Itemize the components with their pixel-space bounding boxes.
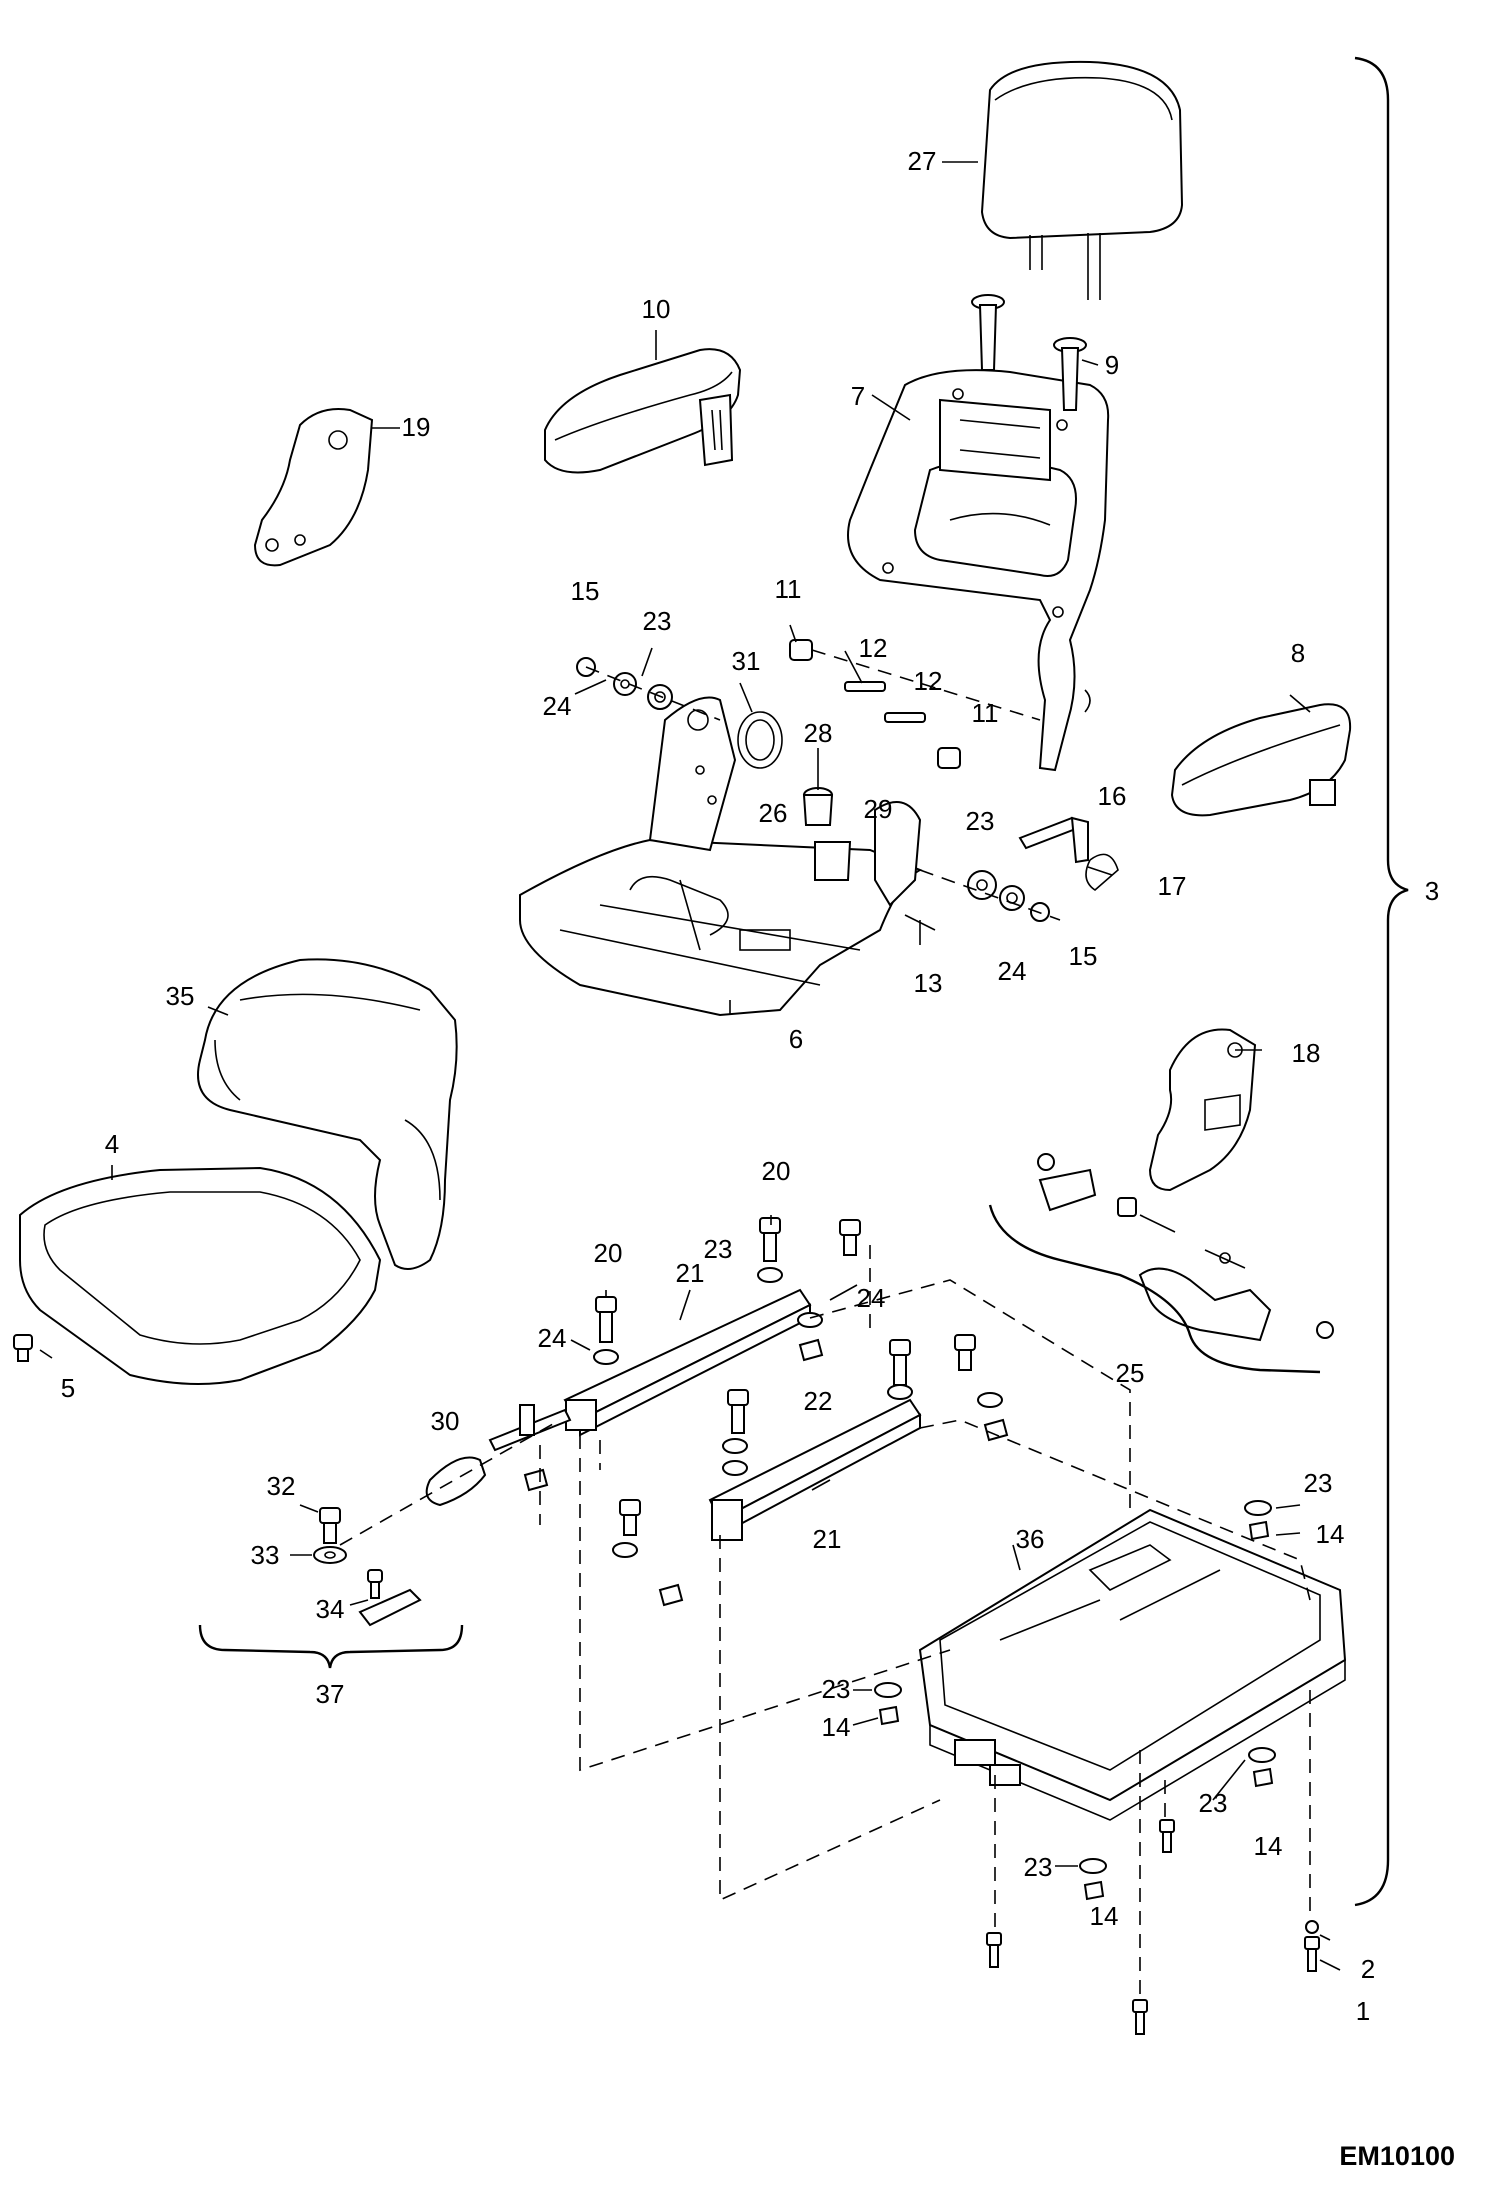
callout-9: 9 bbox=[1105, 350, 1119, 380]
callout-17: 17 bbox=[1158, 871, 1187, 901]
alignment-lines bbox=[339, 1245, 1311, 2000]
callout-26: 26 bbox=[759, 798, 788, 828]
suspension-base-part bbox=[918, 1508, 1347, 1821]
armrest-right-part bbox=[1170, 703, 1352, 817]
callout-21b: 21 bbox=[813, 1524, 842, 1554]
side-cover-left-part bbox=[253, 408, 374, 567]
callout-24d: 24 bbox=[538, 1323, 567, 1353]
callout-36: 36 bbox=[1016, 1524, 1045, 1554]
callout-35: 35 bbox=[166, 981, 195, 1011]
callout-8: 8 bbox=[1291, 638, 1305, 668]
backrest-bolts-part bbox=[971, 294, 1087, 411]
callout-24b: 24 bbox=[998, 956, 1027, 986]
callout-13: 13 bbox=[914, 968, 943, 998]
callout-20: 20 bbox=[762, 1156, 791, 1186]
callout-12: 12 bbox=[859, 633, 888, 663]
base-hardware-part bbox=[874, 1500, 1320, 2035]
callout-14d: 14 bbox=[1090, 1901, 1119, 1931]
callout-31: 31 bbox=[732, 646, 761, 676]
callout-19: 19 bbox=[402, 412, 431, 442]
rail-hardware-part bbox=[523, 1217, 1009, 1607]
callout-20b: 20 bbox=[594, 1238, 623, 1268]
callout-23b: 23 bbox=[966, 806, 995, 836]
callout-29: 29 bbox=[864, 794, 893, 824]
bushing-part bbox=[802, 787, 852, 881]
headrest-part bbox=[980, 60, 1184, 300]
callout-7: 7 bbox=[851, 381, 865, 411]
callout-6: 6 bbox=[789, 1024, 803, 1054]
callout-11: 11 bbox=[775, 574, 802, 604]
callout-14b: 14 bbox=[822, 1712, 851, 1742]
callout-14c: 14 bbox=[1254, 1831, 1283, 1861]
callout-15b: 15 bbox=[1069, 941, 1098, 971]
callout-22: 22 bbox=[804, 1386, 833, 1416]
callout-1: 1 bbox=[1356, 1996, 1370, 2026]
callout-15: 15 bbox=[571, 576, 600, 606]
callout-16: 16 bbox=[1098, 781, 1127, 811]
slide-rail-upper-part bbox=[563, 1288, 812, 1437]
armrest-left-part bbox=[544, 348, 742, 474]
callout-12b: 12 bbox=[914, 666, 943, 696]
callout-21: 21 bbox=[676, 1258, 705, 1288]
seatbelt-part bbox=[988, 1153, 1334, 1374]
release-handle-part bbox=[425, 1404, 572, 1507]
pivot-pins-part bbox=[789, 639, 1041, 769]
callout-24c: 24 bbox=[857, 1283, 886, 1313]
callout-32: 32 bbox=[267, 1471, 296, 1501]
callout-25: 25 bbox=[1116, 1358, 1145, 1388]
callout-labels: 27 10 9 7 19 15 23 24 31 11 12 12 11 8 2… bbox=[61, 146, 1439, 2026]
callout-23e: 23 bbox=[822, 1674, 851, 1704]
callout-33: 33 bbox=[251, 1540, 280, 1570]
callout-27: 27 bbox=[908, 146, 937, 176]
callout-18: 18 bbox=[1292, 1038, 1321, 1068]
group-brace-3 bbox=[1354, 56, 1409, 1907]
seat-frame-part bbox=[519, 696, 923, 1017]
screw-5-part bbox=[13, 1334, 33, 1362]
callout-37: 37 bbox=[316, 1679, 345, 1709]
seat-cushion-part bbox=[19, 1166, 382, 1385]
callout-14: 14 bbox=[1316, 1519, 1345, 1549]
callout-4: 4 bbox=[105, 1129, 119, 1159]
callout-3: 3 bbox=[1425, 876, 1439, 906]
callout-23f: 23 bbox=[1199, 1788, 1228, 1818]
adjust-lever-part bbox=[904, 816, 1119, 931]
callout-2: 2 bbox=[1361, 1954, 1375, 1984]
callout-34: 34 bbox=[316, 1594, 345, 1624]
latch-hardware-part bbox=[313, 1507, 422, 1627]
side-cover-right-part bbox=[1148, 1028, 1257, 1192]
callout-24: 24 bbox=[543, 691, 572, 721]
callout-5: 5 bbox=[61, 1373, 75, 1403]
callout-23c: 23 bbox=[704, 1234, 733, 1264]
callout-28: 28 bbox=[804, 718, 833, 748]
callout-30: 30 bbox=[431, 1406, 460, 1436]
slide-rail-lower-part bbox=[708, 1398, 922, 1541]
callout-23g: 23 bbox=[1024, 1852, 1053, 1882]
backrest-cushion-part bbox=[197, 958, 458, 1270]
backrest-frame-part bbox=[847, 369, 1110, 772]
callout-11b: 11 bbox=[972, 698, 999, 728]
callout-10: 10 bbox=[642, 294, 671, 324]
group-brace-37 bbox=[198, 1624, 464, 1669]
spring-part bbox=[737, 711, 783, 769]
callout-23d: 23 bbox=[1304, 1468, 1333, 1498]
washers-left-part bbox=[576, 657, 721, 721]
callout-23: 23 bbox=[643, 606, 672, 636]
diagram-code: EM10100 bbox=[1339, 2141, 1455, 2171]
leader-lines bbox=[39, 161, 1341, 1971]
